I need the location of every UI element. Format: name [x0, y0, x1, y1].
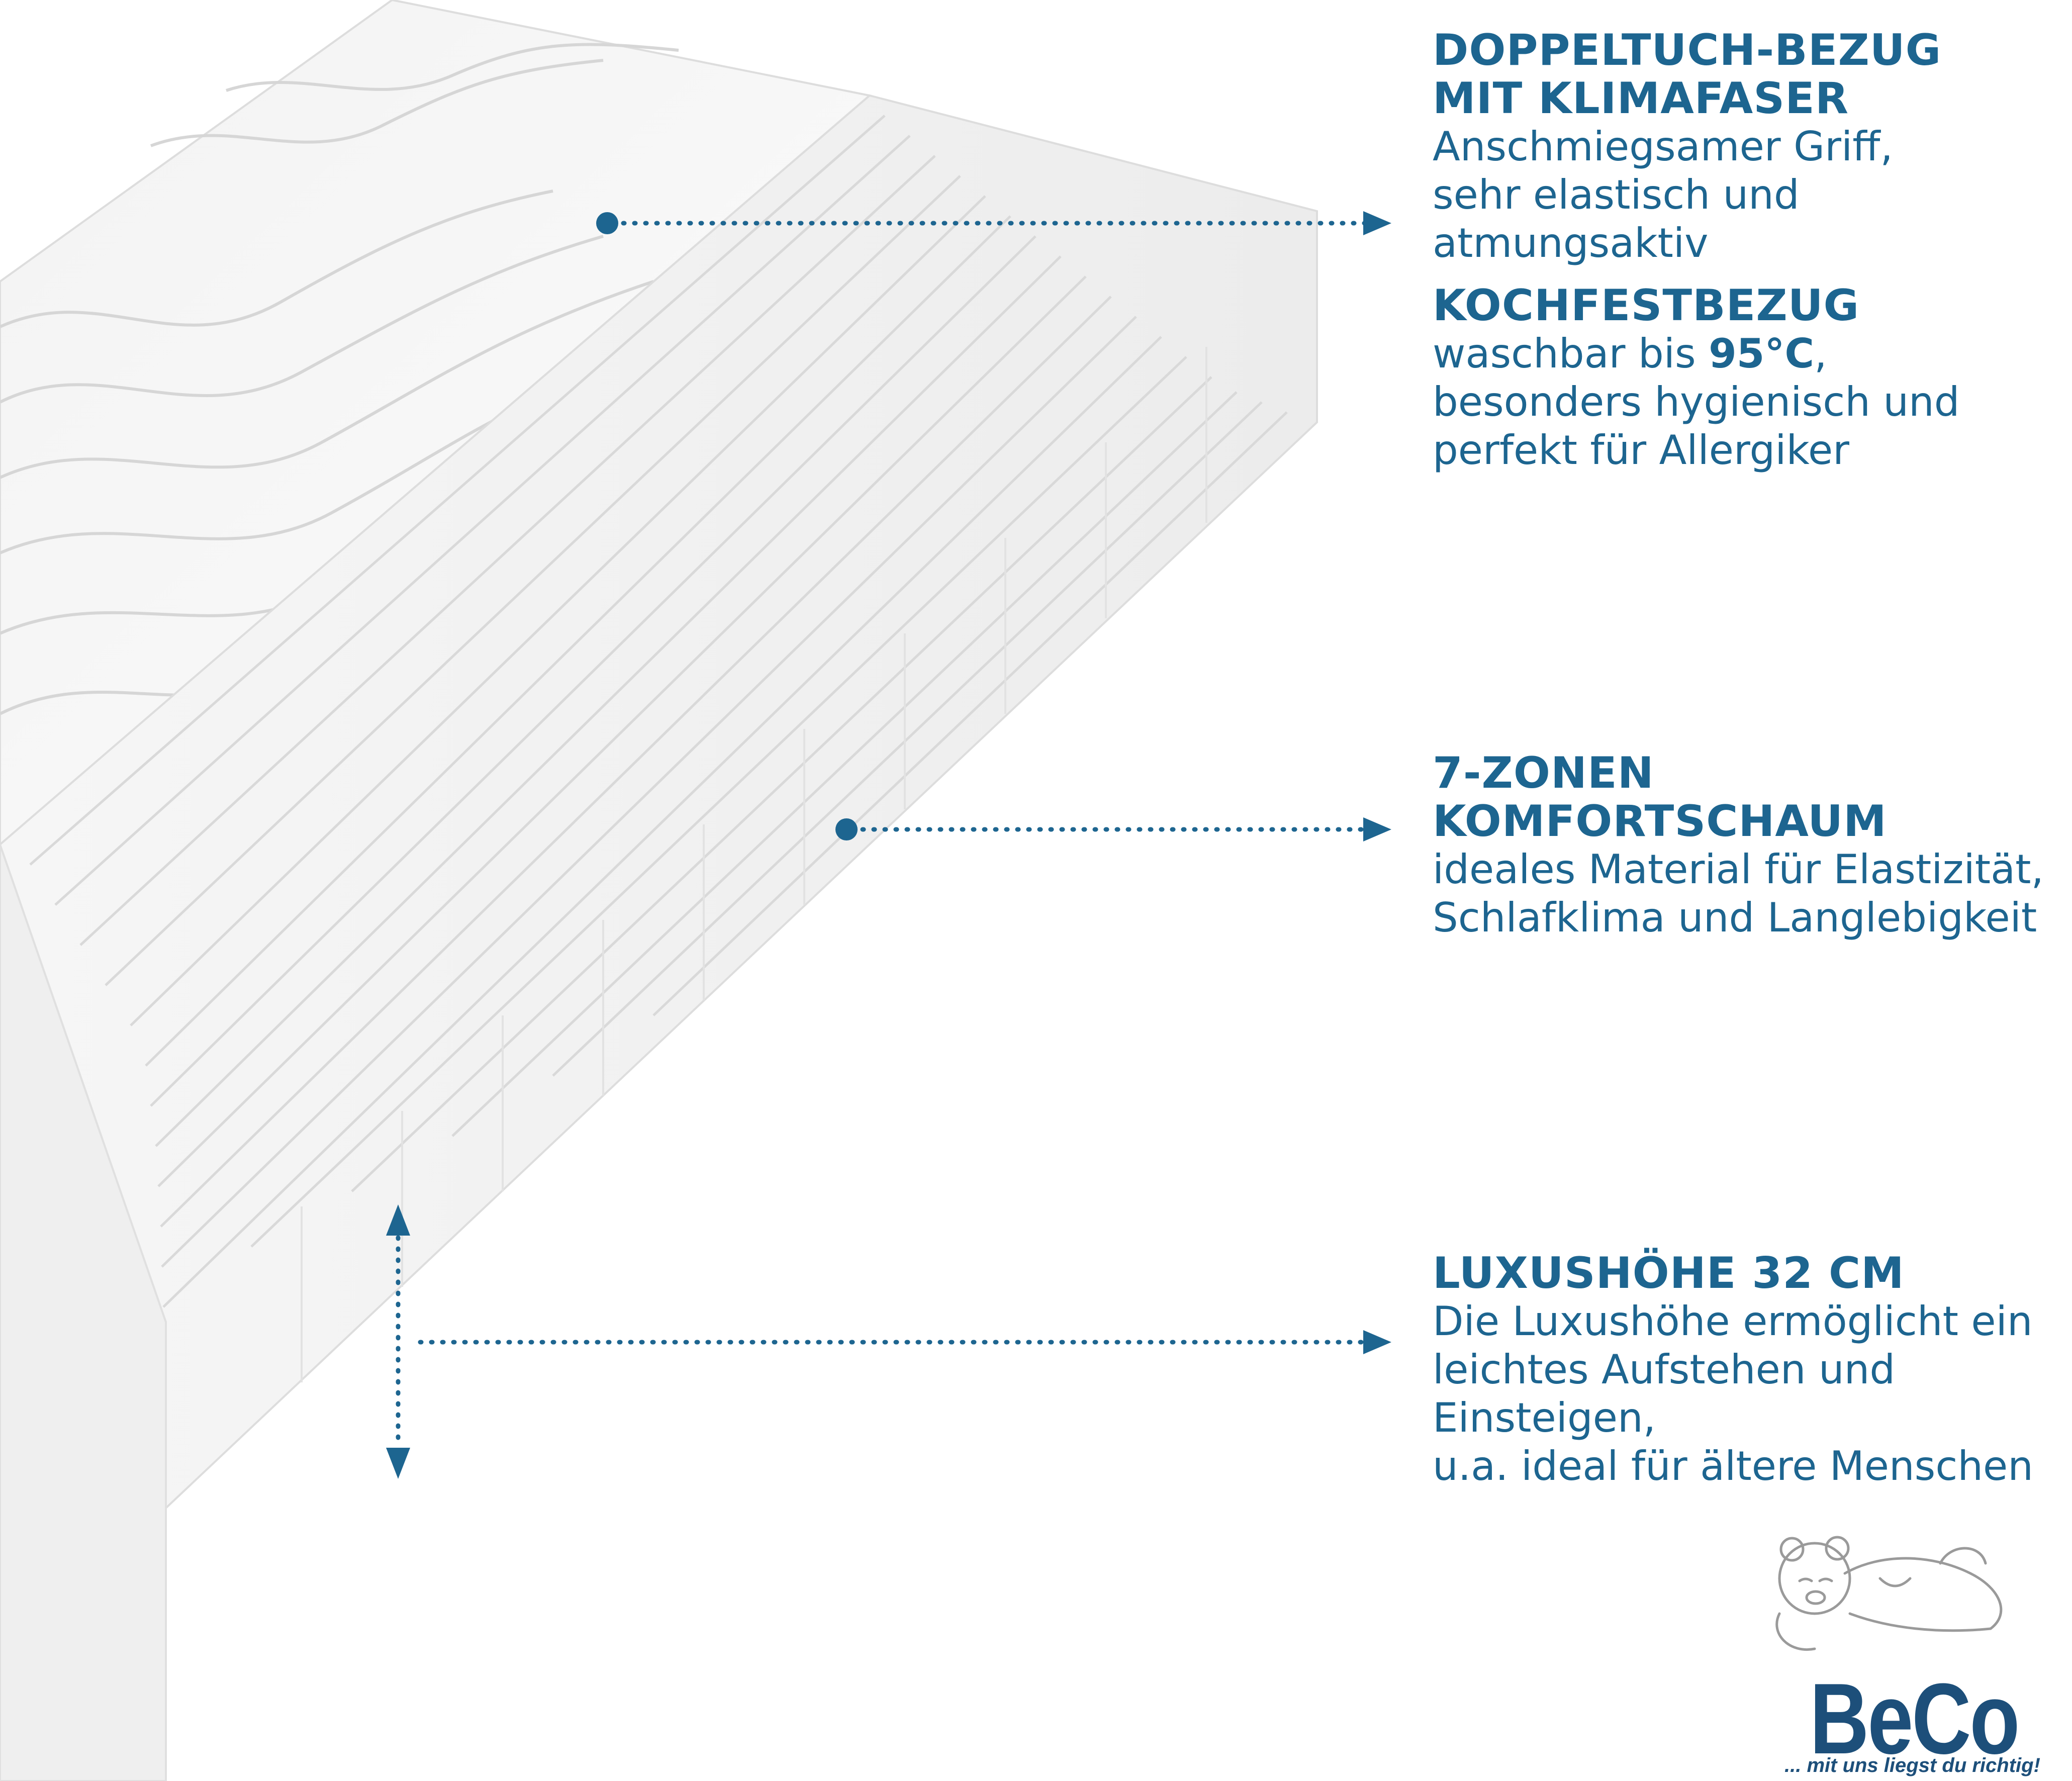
wash-suffix: ,	[1814, 330, 1827, 377]
sleeping-bear-icon	[1775, 1536, 2003, 1651]
pointer-arrowhead	[1363, 1330, 1391, 1354]
logo-tagline: ... mit uns liegst du richtig!	[1784, 1754, 2040, 1776]
feature-height: LUXUSHÖHE 32 CM Die Luxushöhe ermöglicht…	[1433, 1249, 2072, 1490]
feature-desc-line: Die Luxushöhe ermöglicht ein	[1433, 1298, 2033, 1345]
pointer-cover	[596, 211, 1391, 235]
feature-desc-line: sehr elastisch und atmungsaktiv	[1433, 171, 1800, 266]
feature-title-line: DOPPELTUCH-BEZUG	[1433, 25, 1942, 75]
feature-desc-line: Schlafklima und Langlebigkeit	[1433, 894, 2037, 941]
feature-title-line: LUXUSHÖHE 32 CM	[1433, 1248, 1905, 1298]
feature-cover: DOPPELTUCH-BEZUG MIT KLIMAFASER Anschmie…	[1433, 26, 2072, 475]
feature-desc-line: perfekt für Allergiker	[1433, 427, 1850, 474]
pointer-height	[386, 1204, 1391, 1479]
feature-foam: 7-ZONEN KOMFORTSCHAUM ideales Material f…	[1433, 749, 2044, 942]
logo-brand: BeCo	[1810, 1663, 2020, 1775]
feature-subtitle: KOCHFESTBEZUG	[1433, 280, 1860, 331]
foam-slats	[29, 115, 1288, 1308]
foam-front-face	[0, 844, 167, 1781]
feature-title: DOPPELTUCH-BEZUG MIT KLIMAFASER	[1433, 26, 2072, 123]
side-grooves	[301, 347, 1207, 1382]
feature-description: ideales Material für Elastizität, Schlaf…	[1433, 846, 2044, 942]
feature-desc-line: ideales Material für Elastizität,	[1433, 846, 2044, 893]
pointer-foam	[835, 817, 1391, 841]
pointer-arrowhead	[1363, 211, 1391, 235]
quilting-waves	[0, 43, 679, 715]
wash-temperature: 95°C	[1709, 330, 1815, 377]
beco-logo: BeCo ... mit uns liegst du richtig!	[1749, 1518, 2040, 1776]
pointer-arrowhead	[1363, 817, 1391, 841]
feature-sub-description: waschbar bis 95°C, besonders hygienisch …	[1433, 330, 2072, 475]
feature-desc-line: besonders hygienisch und	[1433, 379, 1960, 425]
height-arrow-down	[386, 1448, 410, 1479]
feature-title-line: MIT KLIMAFASER	[1433, 73, 1849, 124]
feature-description: Anschmiegsamer Griff, sehr elastisch und…	[1433, 123, 2072, 267]
height-arrow-up	[386, 1204, 410, 1236]
feature-desc-line: u.a. ideal für ältere Menschen	[1433, 1443, 2033, 1489]
pointer-dot	[596, 212, 618, 234]
feature-title: 7-ZONEN KOMFORTSCHAUM	[1433, 749, 2044, 846]
feature-title-line: 7-ZONEN	[1433, 748, 1654, 798]
pointer-dot	[835, 818, 858, 840]
feature-title: LUXUSHÖHE 32 CM	[1433, 1249, 2072, 1297]
wash-prefix: waschbar bis	[1433, 330, 1709, 377]
feature-title-line: KOMFORTSCHAUM	[1433, 796, 1887, 847]
feature-description: Die Luxushöhe ermöglicht ein leichtes Au…	[1433, 1297, 2072, 1490]
feature-desc-line: Anschmiegsamer Griff,	[1433, 123, 1893, 170]
feature-desc-line: leichtes Aufstehen und Einsteigen,	[1433, 1346, 1896, 1441]
